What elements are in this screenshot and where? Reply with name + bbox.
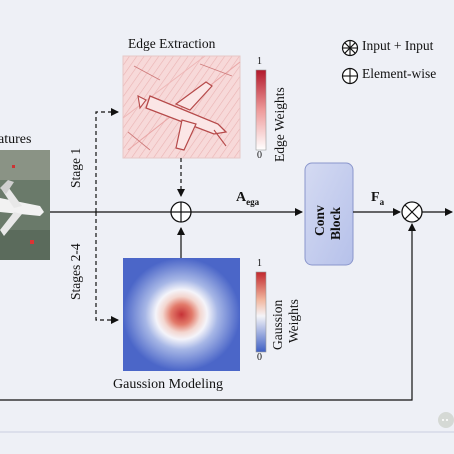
- conv-label-line1: Conv: [312, 205, 327, 236]
- stage1-label: Stage 1: [68, 147, 83, 188]
- edge-map: [122, 55, 241, 159]
- conv-label-line2: Block: [328, 206, 343, 240]
- gaussian-map: [123, 258, 240, 371]
- stages-branch: [95, 212, 119, 324]
- a-ega-label: Aega: [236, 190, 259, 207]
- chat-bubble-icon: [438, 412, 454, 428]
- legend-otimes-icon: [341, 39, 359, 57]
- multiply-node: [401, 201, 423, 223]
- input-features-label: atures: [0, 132, 32, 147]
- edge-colorbar-label: Edge Weights: [272, 87, 287, 162]
- stage1-branch: [95, 108, 119, 212]
- gaussian-colorbar-max: 1: [257, 258, 262, 269]
- a-ega-main: A: [236, 190, 247, 205]
- input-image: [0, 150, 50, 260]
- gaussian-colorbar-label-2: Weights: [286, 299, 301, 343]
- gaussian-modeling-title: Gaussion Modeling: [113, 377, 224, 392]
- edge-colorbar-max: 1: [257, 56, 262, 67]
- stages-2-4-label: Stages 2-4: [68, 243, 83, 300]
- sum-node: [170, 201, 192, 223]
- legend-oplus-icon: [341, 67, 359, 85]
- gaussian-colorbar-min: 0: [257, 352, 262, 363]
- edge-colorbar-min: 0: [257, 150, 262, 161]
- f-a-sub: a: [379, 196, 385, 207]
- gaussian-colorbar: [255, 271, 267, 353]
- conv-block: [304, 162, 354, 266]
- f-a-label: Fa: [371, 190, 384, 207]
- edge-colorbar: [255, 69, 267, 151]
- gaussian-colorbar-label-1: Gaussion: [270, 299, 285, 350]
- f-a-main: F: [371, 190, 380, 205]
- legend-label-otimes: Input + Input: [362, 38, 434, 53]
- edge-extraction-title: Edge Extraction: [128, 36, 216, 51]
- a-ega-sub: ega: [246, 196, 260, 207]
- skip-connection: [0, 223, 416, 401]
- legend-label-oplus: Element-wise: [362, 66, 437, 81]
